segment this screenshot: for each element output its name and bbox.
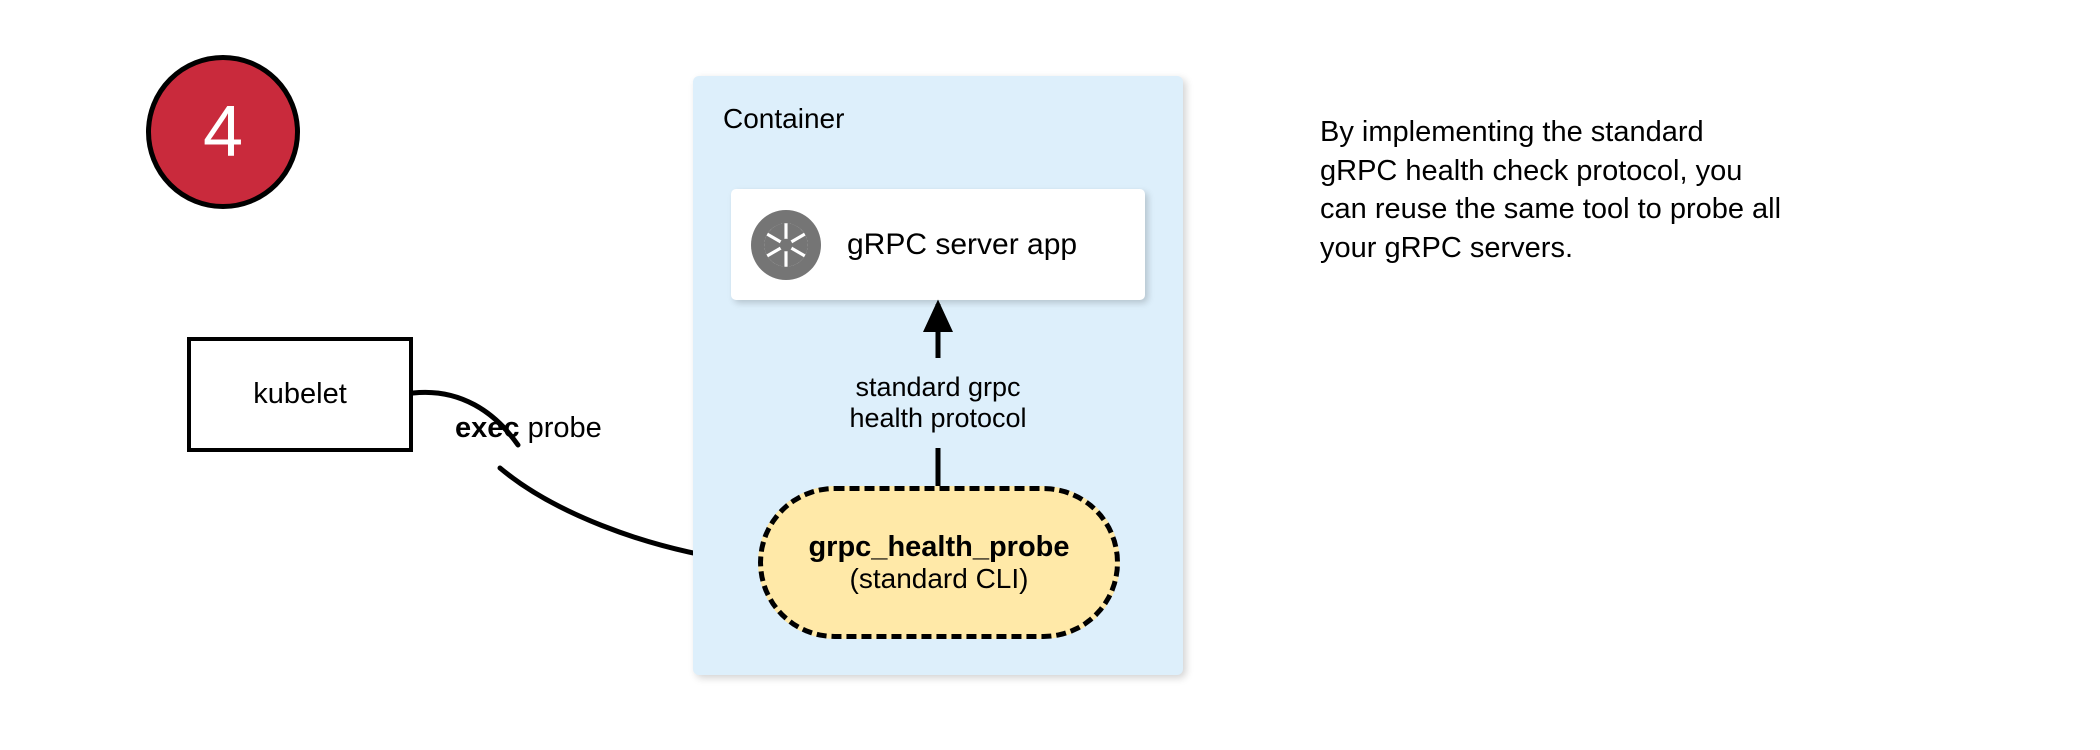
grpc-health-probe-title: grpc_health_probe [808, 530, 1070, 563]
exec-probe-keyword: exec [455, 412, 520, 444]
grpc-server-app-node: gRPC server app [731, 189, 1145, 300]
container-title: Container [723, 103, 845, 134]
grpc-server-app-label: gRPC server app [847, 227, 1078, 261]
exec-probe-suffix: probe [519, 412, 602, 444]
exec-probe-label: exec probe [455, 412, 602, 445]
grpc-health-probe-node: grpc_health_probe (standard CLI) [758, 486, 1120, 639]
caption-line-3: can reuse the same tool to probe all [1320, 193, 1782, 226]
grpc-health-probe-subtitle: (standard CLI) [849, 563, 1029, 595]
standard-grpc-health-protocol-arrow [923, 299, 953, 492]
step-badge: 4 [146, 55, 300, 209]
caption-line-1: By implementing the standard [1320, 116, 1704, 148]
step-badge-number: 4 [202, 92, 244, 172]
caption-line-4: your gRPC servers. [1320, 231, 1574, 264]
kubelet-node: kubelet [187, 337, 413, 452]
caption-line-2: gRPC health check protocol, you [1320, 154, 1743, 187]
kubelet-label: kubelet [253, 377, 347, 410]
caption-text: By implementing the standard gRPC health… [1320, 113, 1900, 267]
aperture-icon [751, 209, 821, 280]
